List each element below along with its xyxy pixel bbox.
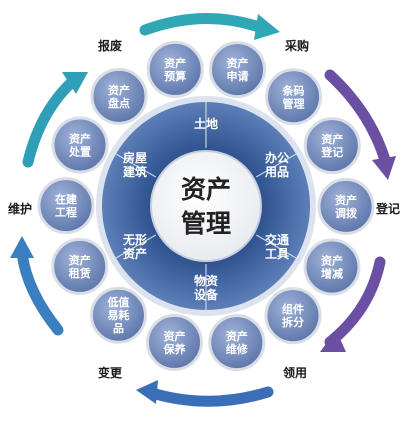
bubble-circle — [317, 177, 375, 235]
ring-segment-label: 资产 — [123, 246, 147, 261]
arrow-upper-right — [324, 69, 391, 166]
bubble-circle — [51, 116, 109, 174]
bubble-circle — [51, 237, 109, 295]
ring-segment-label: 建筑 — [122, 164, 147, 179]
bubble-circle — [90, 67, 148, 125]
center-title-line2: 管理 — [181, 209, 231, 238]
center-hub: 资产 管理 — [150, 150, 262, 262]
bubble-label: 资产 — [164, 329, 186, 343]
ring-divider — [115, 153, 157, 178]
cycle-arrows — [10, 13, 396, 407]
arrow-lower-left-head — [10, 236, 34, 258]
ring-divider — [255, 153, 297, 178]
bubble-label: 预算 — [164, 69, 186, 83]
bubble-label: 资产 — [321, 132, 343, 146]
ring-segment-label: 交通 — [265, 232, 289, 247]
function-bubbles: 资产申请条码管理资产登记资产调拨资产增减组件拆分资产维修资产保养低值易耗品资产租… — [37, 40, 375, 372]
bubble-circle — [265, 68, 323, 126]
arrow-top-head — [254, 14, 280, 40]
bubble-label: 租赁 — [69, 266, 91, 280]
bubble-label: 资产 — [226, 329, 248, 343]
bubble-circle — [146, 313, 204, 371]
label-register: 登记 — [375, 201, 400, 216]
bubble-label: 资产 — [108, 83, 130, 97]
bubble-label: 条码 — [282, 83, 305, 97]
bubble-label: 资产 — [335, 193, 357, 207]
label-scrap: 报废 — [98, 38, 122, 53]
label-requisition: 领用 — [283, 365, 307, 380]
ring-segment-label: 设备 — [194, 287, 219, 302]
bubble-circle — [37, 177, 95, 235]
bubble-label: 登记 — [320, 145, 343, 159]
label-procure: 采购 — [284, 38, 309, 53]
ring-segment-label: 办公 — [265, 150, 289, 165]
bubble-circle — [208, 41, 266, 99]
bubble-label: 资产 — [69, 131, 91, 145]
bubble-label: 处置 — [68, 144, 91, 158]
bubble-label: 拆分 — [282, 315, 304, 329]
arrow-top — [139, 13, 268, 36]
bubble-label: 保养 — [163, 342, 187, 356]
label-maintain: 维护 — [8, 201, 32, 216]
bubble-label: 低值 — [106, 295, 129, 309]
arrow-bottom-head — [136, 380, 158, 404]
bubble-label: 维修 — [226, 342, 249, 356]
ring-segment-label: 无形 — [122, 233, 147, 247]
bubble-circle — [264, 287, 322, 345]
bubble-label: 在建 — [55, 192, 78, 206]
bubble-label: 组件 — [282, 302, 304, 316]
arrow-bottom — [146, 386, 274, 407]
label-change: 变更 — [98, 365, 123, 380]
arrow-lower-right-head — [320, 330, 346, 352]
bubble-label: 盘点 — [108, 96, 130, 110]
bubble-label: 工程 — [55, 205, 77, 219]
ring-segment-label: 工具 — [265, 247, 289, 261]
ring-segment-label: 用品 — [264, 165, 289, 179]
center-circle — [150, 150, 262, 262]
center-title-line1: 资产 — [181, 175, 231, 204]
arrow-upper-right-head — [372, 156, 396, 180]
arrow-upper-left-head — [62, 72, 88, 94]
outer-labels: 采购 登记 领用 变更 维护 报废 — [8, 38, 400, 380]
bubble-circle — [146, 40, 204, 98]
ring-segment-label: 土地 — [194, 116, 218, 131]
ring-divider — [255, 234, 297, 259]
bubble-label: 品 — [113, 322, 124, 335]
bubble-label: 资产 — [164, 56, 186, 70]
bubble-label: 管理 — [283, 96, 305, 110]
bubble-label: 增减 — [321, 267, 343, 281]
arrow-upper-left — [22, 76, 78, 168]
bubble-label: 资产 — [69, 253, 91, 267]
bubble-label: 资产 — [226, 56, 248, 70]
bubble-label: 资产 — [321, 254, 343, 268]
bubble-circle — [208, 314, 266, 372]
bubble-label: 易耗 — [107, 308, 129, 322]
ring-segment-label: 房屋 — [123, 150, 147, 165]
bubble-circle — [303, 117, 361, 175]
bubble-label: 调拨 — [335, 206, 358, 220]
arrow-lower-left — [16, 246, 64, 336]
bubble-circle — [89, 286, 147, 344]
ring-divider — [115, 234, 157, 259]
bubble-circle — [303, 238, 361, 296]
bubble-label: 申请 — [226, 69, 248, 83]
ring-segment-label: 物资 — [194, 273, 218, 288]
